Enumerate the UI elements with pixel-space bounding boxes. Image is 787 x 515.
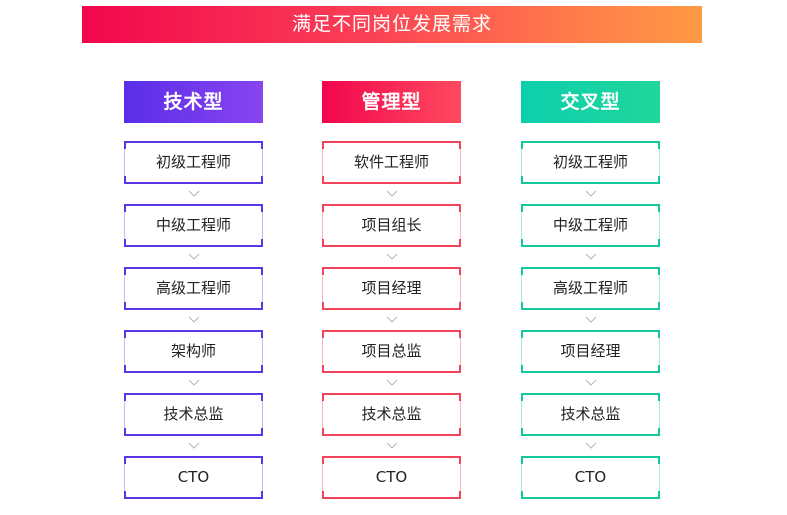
- career-step-box: 项目经理: [521, 330, 660, 373]
- career-step-box: CTO: [521, 456, 660, 499]
- column-hybrid: 交叉型 初级工程师中级工程师高级工程师项目经理技术总监 CTO: [521, 81, 660, 499]
- chevron-down-icon: [322, 373, 461, 393]
- career-step-label: 架构师: [170, 342, 216, 360]
- career-step-label: 中级工程师: [552, 216, 628, 234]
- career-step-box: CTO: [322, 456, 461, 499]
- career-step-label: 高级工程师: [552, 279, 628, 297]
- career-step-label: 项目经理: [560, 342, 621, 360]
- career-step-box: 技术总监: [521, 393, 660, 436]
- career-step-box: 软件工程师: [322, 141, 461, 184]
- chevron-down-icon: [521, 373, 660, 393]
- career-step-box: 高级工程师: [124, 267, 263, 310]
- page-title: 满足不同岗位发展需求: [291, 13, 492, 35]
- career-step-box: 高级工程师: [521, 267, 660, 310]
- career-step-label: 项目组长: [361, 216, 422, 234]
- career-step-box: 中级工程师: [124, 204, 263, 247]
- career-step-label: 项目经理: [361, 279, 422, 297]
- chevron-down-icon: [322, 184, 461, 204]
- career-step-box: CTO: [124, 456, 263, 499]
- column-technical: 技术型 初级工程师中级工程师高级工程师架构师技术总监 CTO: [124, 81, 263, 499]
- column-header-management: 管理型: [322, 81, 461, 123]
- career-path-management: 软件工程师项目组长项目经理项目总监技术总监 CTO: [322, 141, 461, 499]
- career-step-label: 项目总监: [361, 342, 422, 360]
- chevron-down-icon: [322, 310, 461, 330]
- career-step-label: CTO: [375, 468, 408, 486]
- career-step-box: 技术总监: [124, 393, 263, 436]
- chevron-down-icon: [521, 310, 660, 330]
- career-path-technical: 初级工程师中级工程师高级工程师架构师技术总监 CTO: [124, 141, 263, 499]
- career-step-box: 架构师: [124, 330, 263, 373]
- career-step-box: 项目组长: [322, 204, 461, 247]
- career-step-box: 初级工程师: [521, 141, 660, 184]
- career-step-label: 技术总监: [163, 405, 224, 423]
- chevron-down-icon: [124, 436, 263, 456]
- career-step-label: CTO: [177, 468, 210, 486]
- chevron-down-icon: [124, 373, 263, 393]
- column-header-hybrid: 交叉型: [521, 81, 660, 123]
- career-step-box: 初级工程师: [124, 141, 263, 184]
- chevron-down-icon: [124, 247, 263, 267]
- column-header-technical: 技术型: [124, 81, 263, 123]
- career-step-box: 技术总监: [322, 393, 461, 436]
- career-step-label: 中级工程师: [155, 216, 231, 234]
- career-step-label: 技术总监: [560, 405, 621, 423]
- career-path-hybrid: 初级工程师中级工程师高级工程师项目经理技术总监 CTO: [521, 141, 660, 499]
- chevron-down-icon: [124, 184, 263, 204]
- career-step-box: 项目经理: [322, 267, 461, 310]
- chevron-down-icon: [521, 436, 660, 456]
- column-management: 管理型 软件工程师项目组长项目经理项目总监技术总监 CTO: [322, 81, 461, 499]
- career-step-label: 软件工程师: [353, 153, 429, 171]
- chevron-down-icon: [521, 247, 660, 267]
- career-step-label: 高级工程师: [155, 279, 231, 297]
- career-step-label: 初级工程师: [155, 153, 231, 171]
- career-step-label: 技术总监: [361, 405, 422, 423]
- page-title-banner: 满足不同岗位发展需求: [82, 6, 702, 43]
- chevron-down-icon: [322, 247, 461, 267]
- career-step-label: 初级工程师: [552, 153, 628, 171]
- career-step-label: CTO: [574, 468, 607, 486]
- chevron-down-icon: [124, 310, 263, 330]
- chevron-down-icon: [521, 184, 660, 204]
- career-step-box: 中级工程师: [521, 204, 660, 247]
- career-step-box: 项目总监: [322, 330, 461, 373]
- chevron-down-icon: [322, 436, 461, 456]
